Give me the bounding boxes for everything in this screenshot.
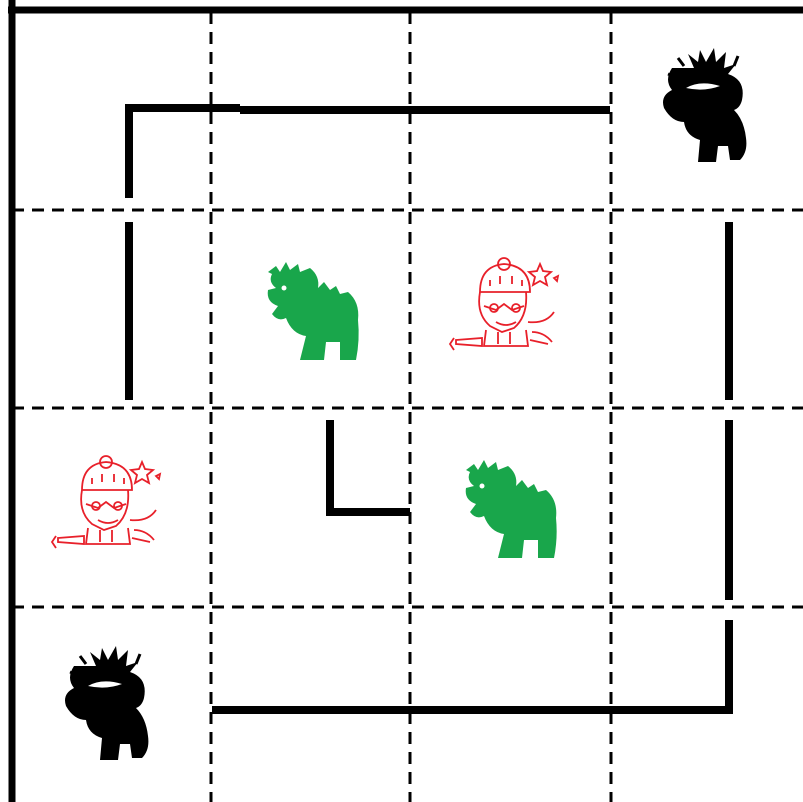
red-warrior-icon[interactable]	[450, 258, 558, 350]
wall-center-corner	[330, 420, 410, 512]
wall-top-left-corner	[129, 108, 240, 198]
green-beast-icon[interactable]	[466, 460, 557, 558]
wall-bottom-right-corner	[612, 620, 729, 710]
shadow-creature-icon[interactable]	[663, 48, 746, 162]
shadow-creature-icon[interactable]	[65, 646, 148, 760]
red-warrior-icon[interactable]	[52, 456, 160, 548]
green-beast-icon[interactable]	[268, 262, 359, 360]
